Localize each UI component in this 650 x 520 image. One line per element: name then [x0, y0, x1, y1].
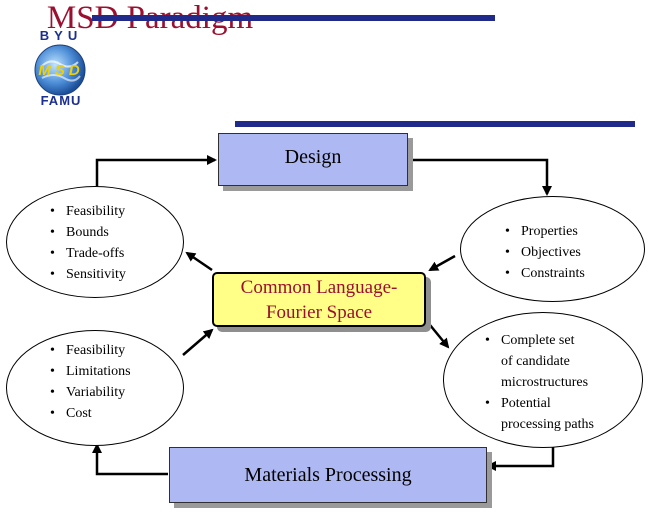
- list-item: •Feasibility: [50, 343, 126, 358]
- arrow-feasibility-to-design: [95, 155, 217, 186]
- logo-bottom-text: FAMU: [41, 93, 82, 108]
- common-language-box: Common Language- Fourier Space: [212, 272, 426, 327]
- center-line-2: Fourier Space: [265, 301, 373, 323]
- arrow-center-to-bounds: [185, 251, 213, 272]
- list-item: •Bounds: [50, 225, 109, 240]
- materials-processing-label: Materials Processing: [244, 463, 412, 486]
- design-feedback-list: •Feasibility •Bounds •Trade-offs •Sensit…: [50, 201, 126, 285]
- byu-famu-logo: BYU MSD FAMU: [34, 28, 86, 108]
- top-decor-bar: [92, 15, 495, 21]
- materials-processing-box: Materials Processing: [169, 447, 487, 503]
- list-item: •Cost: [50, 406, 92, 421]
- ellipse-microstructures: [443, 312, 643, 448]
- list-item: •Constraints: [505, 266, 585, 281]
- list-item: •Complete set of candidate microstructur…: [485, 333, 589, 390]
- design-label: Design: [284, 146, 342, 168]
- design-box: Design: [218, 133, 408, 186]
- logo-top-text: BYU: [40, 28, 82, 43]
- properties-list: •Properties •Objectives •Constraints: [505, 221, 585, 284]
- list-item: •Variability: [50, 385, 126, 400]
- arrow-limitations-to-center: [182, 328, 214, 356]
- ellipse-design-feedback: [6, 186, 184, 298]
- ellipse-properties: [460, 196, 645, 302]
- center-line-1: Common Language-: [240, 276, 398, 298]
- list-item: •Potential processing paths: [485, 396, 594, 432]
- arrow-microstructures-to-processing: [486, 447, 555, 471]
- processing-feedback-list: •Feasibility •Limitations •Variability •…: [50, 340, 131, 424]
- list-item: •Objectives: [505, 245, 581, 260]
- logo-middle-text: MSD: [38, 62, 83, 79]
- list-item: •Trade-offs: [50, 246, 125, 261]
- arrow-processing-to-feasibility: [92, 443, 168, 476]
- divider-decor-bar: [235, 121, 635, 127]
- list-item: •Sensitivity: [50, 267, 126, 282]
- list-item: •Limitations: [50, 364, 131, 379]
- list-item: •Properties: [505, 224, 578, 239]
- arrow-center-to-microstructures: [429, 324, 450, 349]
- arrow-design-to-properties: [408, 158, 552, 196]
- microstructures-list: •Complete set of candidate microstructur…: [485, 330, 594, 435]
- ellipse-processing-feedback: [6, 330, 184, 446]
- arrow-properties-to-center: [428, 254, 456, 272]
- list-item: •Feasibility: [50, 204, 126, 219]
